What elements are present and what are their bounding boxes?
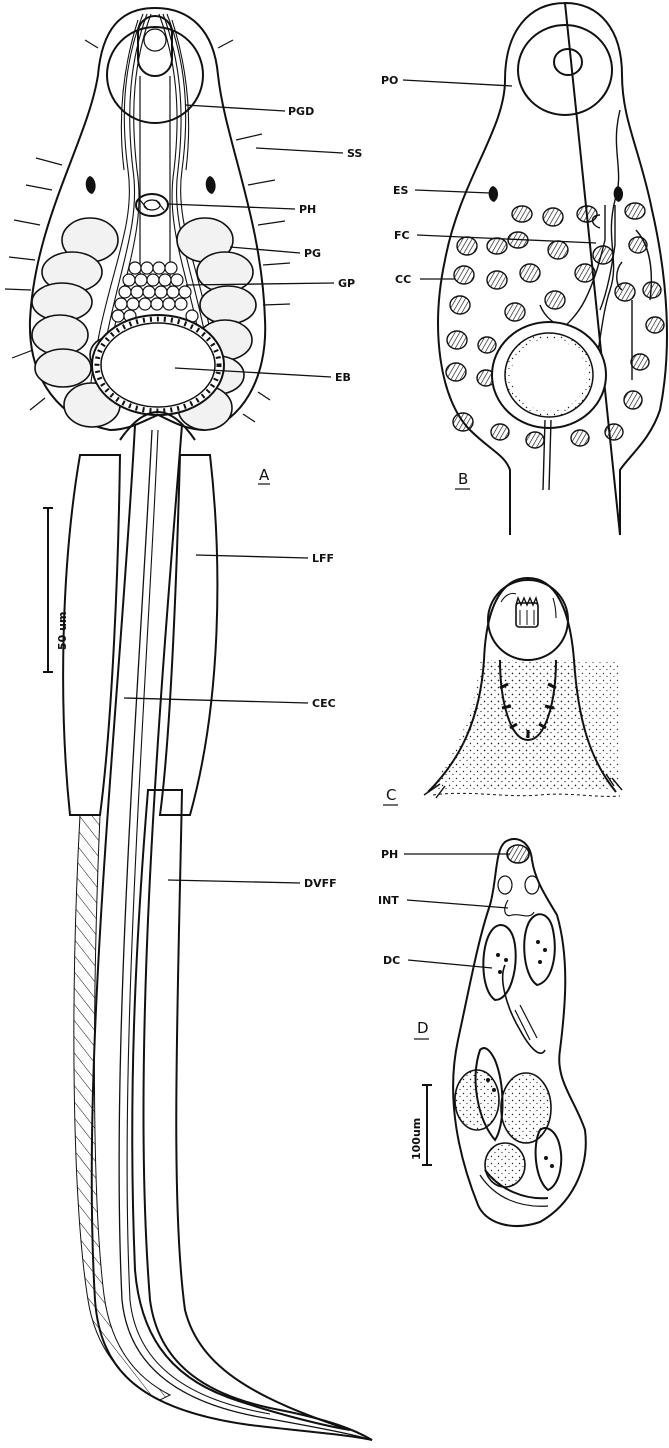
pharynx-a (136, 194, 168, 216)
excretory-bladder-b (492, 322, 606, 428)
panel-d-drawing (453, 839, 586, 1226)
panel-a-labels: PGD SS PH PG GP EB LFF CEC DVFF (288, 105, 362, 890)
scale-bar-d: 100um (410, 1085, 432, 1165)
label-fc: FC (394, 229, 410, 242)
tail-stem (92, 425, 372, 1440)
panel-b-labels: PO ES FC CC (381, 74, 411, 286)
excretory-bladder (92, 315, 224, 415)
panel-label-d: D (417, 1019, 429, 1037)
scale-label-d: 100um (410, 1118, 423, 1160)
panel-c-drawing (424, 578, 622, 798)
label-pgd: PGD (288, 105, 314, 118)
caudal-excretory-canal (119, 430, 372, 1440)
label-ph-d: PH (381, 848, 398, 861)
eyespot-right (206, 176, 216, 194)
label-eb: EB (335, 371, 351, 384)
panel-a-drawing (5, 8, 372, 1440)
panel-d-leaders (404, 854, 510, 968)
label-lff: LFF (312, 552, 334, 565)
panel-label-c: C (386, 786, 396, 804)
label-ph-a: PH (299, 203, 316, 216)
label-gp: GP (338, 277, 355, 290)
panel-b-body-outline (438, 3, 667, 535)
label-cec: CEC (312, 697, 336, 710)
eyespot-b-left (489, 186, 498, 202)
panel-label-a: A (259, 466, 270, 484)
pharynx-d (507, 845, 529, 863)
label-int: INT (378, 894, 399, 907)
label-po: PO (381, 74, 398, 87)
label-dvff: DVFF (304, 877, 337, 890)
lateral-finfold-right (160, 455, 217, 815)
eyespot-left (86, 176, 96, 194)
scale-label-a: 50 um (56, 612, 69, 650)
germinal-cells (112, 262, 198, 322)
panel-d-labels: PH INT DC (378, 848, 400, 967)
panel-label-b: B (458, 470, 468, 488)
intestine-d (505, 900, 534, 916)
label-dc: DC (383, 954, 400, 967)
label-es: ES (393, 184, 409, 197)
label-ss: SS (347, 147, 362, 160)
label-pg: PG (304, 247, 321, 260)
panel-b-drawing (438, 3, 667, 535)
label-cc: CC (395, 273, 411, 286)
oral-sucker-b (518, 25, 612, 115)
pharynx-c (516, 598, 538, 627)
